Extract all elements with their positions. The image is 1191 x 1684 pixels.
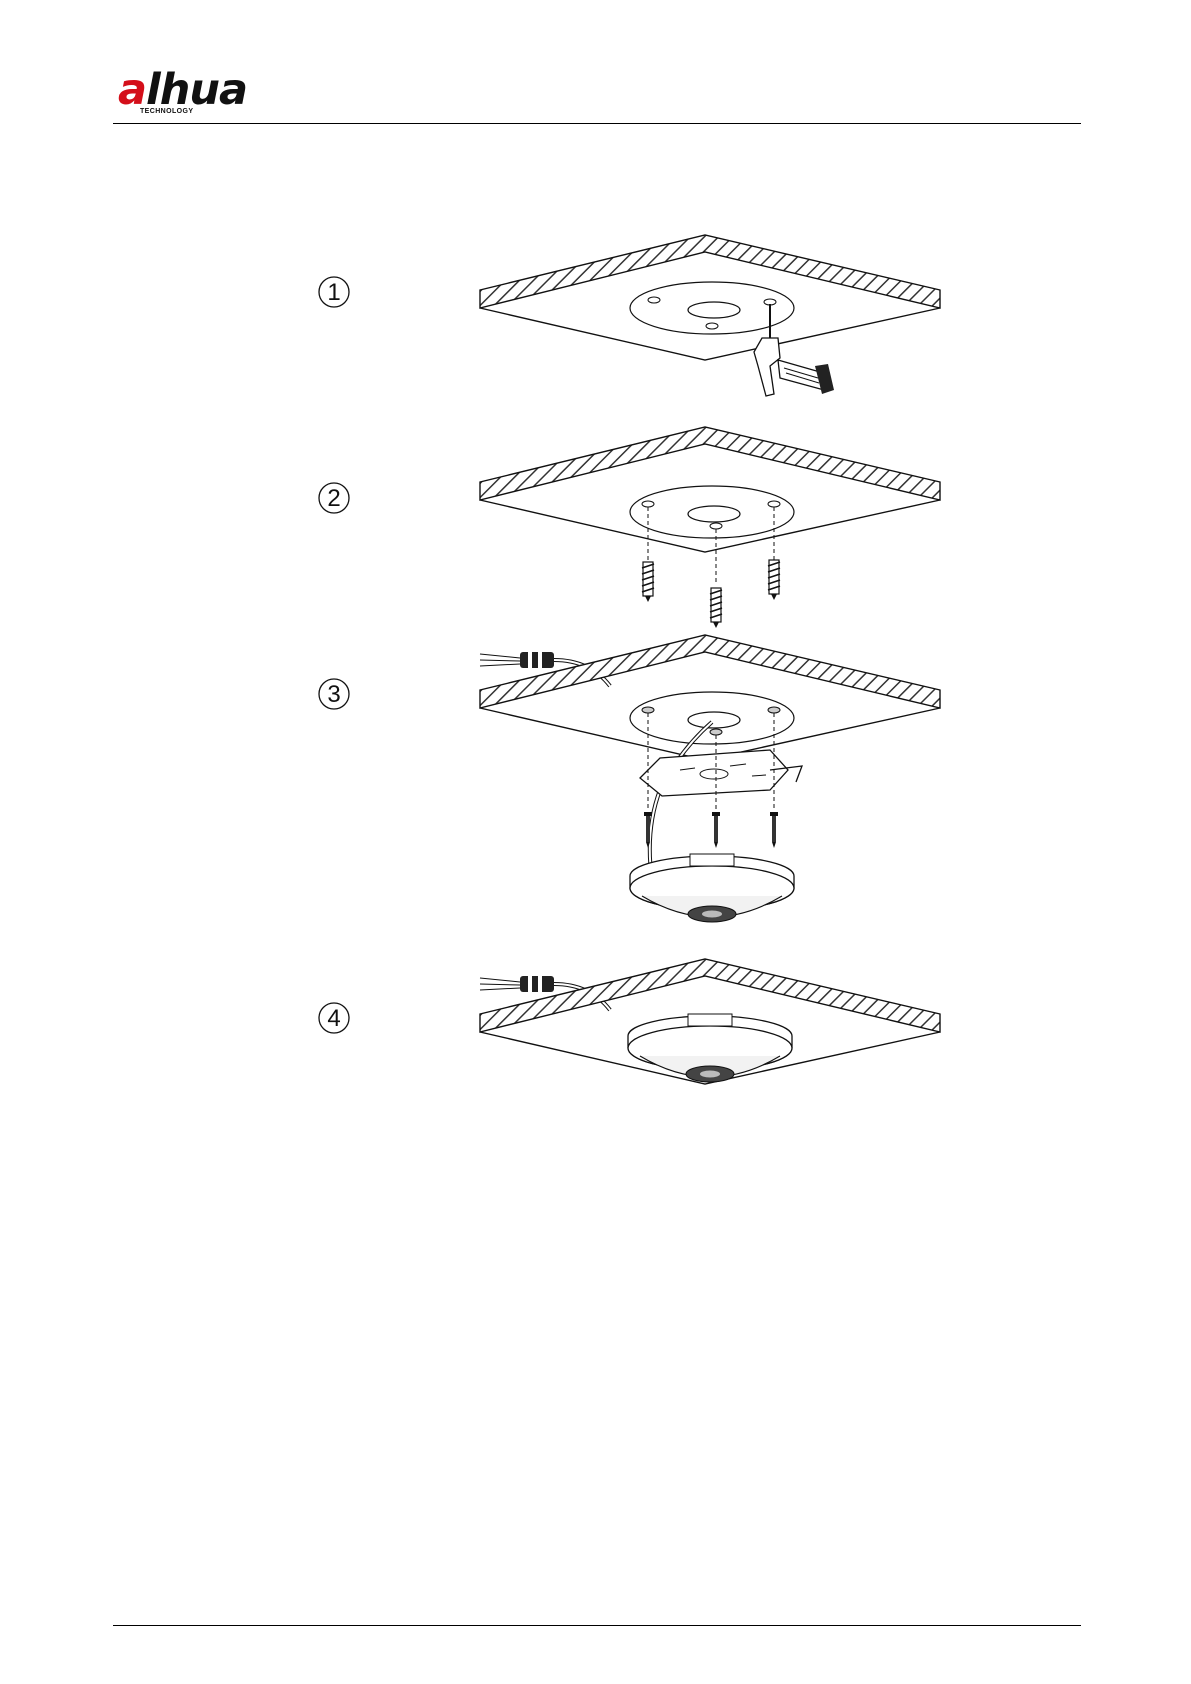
header-rule — [113, 123, 1081, 124]
step-4-number: 4 — [327, 1005, 340, 1032]
step-3-number: 3 — [327, 681, 340, 708]
step-3-mounting-template — [630, 692, 794, 744]
fisheye-camera-icon — [630, 854, 794, 922]
step-1: 1 — [319, 235, 940, 396]
page-header: alhua TECHNOLOGY — [0, 0, 1191, 130]
mounting-bracket — [640, 750, 802, 796]
dahua-logo: alhua TECHNOLOGY — [118, 70, 258, 122]
screw-center — [712, 812, 720, 848]
step-1-number: 1 — [327, 279, 340, 306]
installation-figure: 1 2 — [300, 230, 960, 1150]
step-2-mounting-template — [630, 486, 794, 538]
step-2-number: 2 — [327, 485, 340, 512]
installation-diagram: 1 2 — [300, 230, 960, 1150]
screw-right — [770, 812, 778, 848]
step-4: 4 — [319, 959, 940, 1084]
step-2: 2 — [319, 427, 940, 628]
footer-rule — [113, 1625, 1081, 1626]
wall-anchor-center — [710, 588, 722, 628]
step-3: 3 — [319, 635, 940, 922]
wall-anchor-right — [768, 560, 780, 600]
wall-anchor-left — [642, 562, 654, 602]
logo-tagline: TECHNOLOGY — [140, 108, 193, 115]
